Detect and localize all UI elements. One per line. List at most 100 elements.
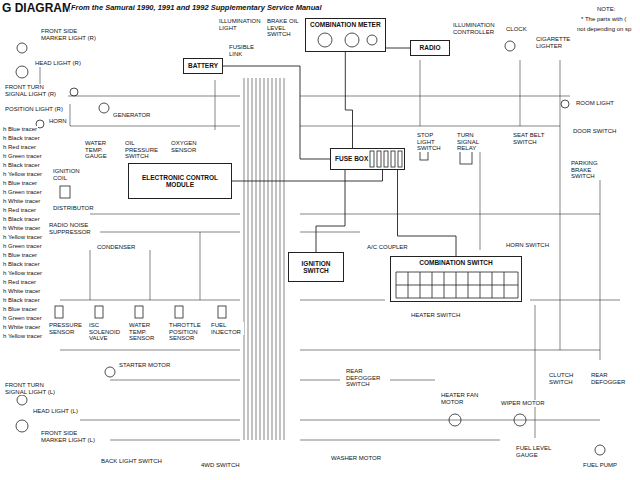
component-box: RADIO [410,40,450,56]
part-name: CONDENSER [96,244,136,251]
pump-symbol [595,445,605,455]
lamp-symbol [16,66,28,78]
clock-symbol [505,41,515,51]
starter-symbol [105,367,115,377]
part-name: PARKING BRAKE SWITCH [570,160,614,180]
wire-color-code: h White tracer [2,225,41,232]
component-box: COMBINATION METER [305,18,386,52]
part-name: STOP LIGHT SWITCH [416,132,452,152]
wire-color-code: h White tracer [2,198,41,205]
part-name: ISC SOLENOID VALVE [88,322,126,342]
component-name: COMBINATION METER [309,21,382,28]
wire-color-code: h Black tracer [2,216,41,223]
wire-color-code: h Blue tracer [2,180,38,187]
wire-color-code: h Green tracer [2,315,43,322]
part-name: DISTRIBUTOR [52,205,95,212]
part-name: POSITION LIGHT (R) [4,106,64,113]
wire-connector [223,66,330,159]
part-name: HORN SWITCH [505,242,550,249]
lamp-symbol [17,395,27,405]
part-name: OXYGEN SENSOR [170,140,204,153]
wire-connector [316,170,345,252]
wire-color-code: h Yellow tracer [2,234,43,241]
gauge-dial [318,33,332,47]
component-box: IGNITION SWITCH [288,252,344,282]
motor-symbol [514,414,526,426]
wire-color-code: h Yellow tracer [2,270,43,277]
part-name: OIL PRESSURE SWITCH [124,140,166,160]
part-name: FRONT SIDE MARKER LIGHT (L) [40,430,102,443]
wire-color-code: h Red tracer [2,144,37,151]
wire-color-code: h Blue tracer [2,306,38,313]
part-name: FRONT TURN SIGNAL LIGHT (R) [4,84,68,97]
sensor-symbol [95,306,103,318]
part-name: A/C COUPLER [366,244,409,251]
wire-color-code: h Black tracer [2,162,41,169]
part-name: not depending on sp [576,26,632,33]
part-name: FRONT SIDE MARKER LIGHT (R) [40,28,102,41]
part-name: HEATER SWITCH [410,312,461,319]
wire-connector [386,48,410,49]
part-name: IGNITION COIL [52,168,88,181]
part-name: FUEL INJECTOR [210,322,244,335]
lamp-symbol [70,88,78,96]
part-name: GENERATOR [112,112,151,119]
wire-color-code: h Black tracer [2,261,41,268]
part-name: WATER TEMP. SENSOR [128,322,166,342]
part-name: REAR DEFOGGER [590,372,632,385]
wire-color-code: h Yellow tracer [2,333,43,340]
wire-color-code: h Black tracer [2,297,41,304]
part-name: FUEL LEVEL GAUGE [515,445,557,458]
lamp-symbol [561,100,569,108]
part-name: ILLUMINATION LIGHT [218,18,264,31]
part-name: WIPER MOTOR [500,400,546,407]
component-box: ELECTRONIC CONTROL MODULE [128,163,232,199]
wire-color-code: h Green tracer [2,189,43,196]
wire-color-code: h Red tracer [2,279,37,286]
component-name: RADIO [419,44,442,51]
part-name: HEAD LIGHT (R) [34,60,82,67]
motor-symbol [449,414,461,426]
wire-color-code: h Green tracer [2,243,43,250]
lamp-symbol [16,420,28,432]
gauge-dial [367,35,377,45]
part-name: SEAT BELT SWITCH [512,132,548,145]
part-name: RADIO NOISE SUPPRESSOR [48,222,94,235]
wire-color-code: h Black tracer [2,135,41,142]
component-name: BATTERY [187,62,219,69]
component-name: ELECTRONIC CONTROL MODULE [132,174,228,189]
part-name: ILLUMINATION CONTROLLER [452,22,502,35]
part-name: CLOCK [505,26,528,33]
lamp-symbol [17,43,27,53]
sensor-symbol [175,306,183,318]
part-name: CIGARETTE LIGHTER [535,36,581,49]
part-name: STARTER MOTOR [118,362,171,369]
wire-color-code: h Yellow tracer [2,171,43,178]
fuse-strip [384,151,388,167]
component-box: BATTERY [183,58,223,74]
part-name: FRONT TURN SIGNAL LIGHT (L) [4,382,68,395]
part-name: * The parts with ( [580,16,627,23]
fuse-strip [391,151,395,167]
part-name: THROTTLE POSITION SENSOR [168,322,210,342]
part-name: BACK LIGHT SWITCH [100,458,163,465]
part-name: CLUTCH SWITCH [548,372,580,385]
part-name: WATER TEMP. GAUGE [84,140,122,160]
sensor-symbol [218,306,226,318]
diagram-subtitle: From the Samurai 1990, 1991 and 1992 Sup… [70,4,323,12]
component-name: IGNITION SWITCH [292,260,340,275]
wire-connector [232,170,383,181]
wire-color-code: h Red tracer [2,207,37,214]
part-name: FUEL PUMP [582,462,618,469]
part-name: HEAD LIGHT (L) [32,408,79,415]
part-name: HORN [48,118,68,125]
fuse-strip [377,151,381,167]
part-name: NOTE: [596,6,616,13]
coil-symbol [60,186,70,198]
part-name: TURN SIGNAL RELAY [456,132,492,152]
component-name: FUSE BOX [334,155,369,162]
wire-bus [40,60,620,440]
